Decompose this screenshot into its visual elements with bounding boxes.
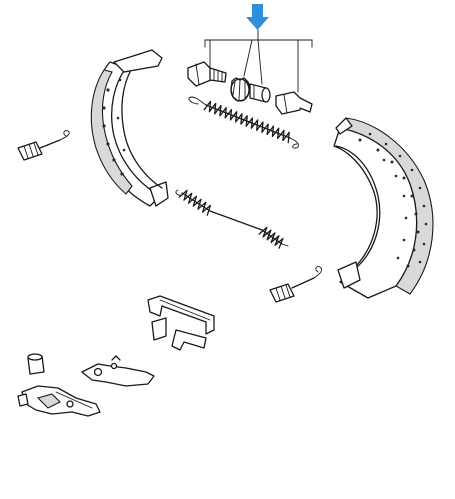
brake-shoe-left (90, 49, 169, 207)
retaining-clip (147, 295, 215, 351)
adjuster-sleeve (249, 83, 271, 103)
parking-brake-lever (17, 385, 101, 417)
lower-return-spring (175, 189, 289, 247)
adjuster-lever (81, 355, 155, 387)
lower-return-spring-coil-b (258, 226, 284, 249)
brake-shoe-right (333, 117, 434, 299)
hold-down-spring-left (17, 130, 70, 161)
hold-down-spring-right (269, 266, 323, 303)
adjuster-star-wheel (230, 77, 251, 102)
arrow-down-icon (246, 4, 269, 30)
lower-return-spring-coil-a (178, 189, 212, 216)
pin-cap (27, 353, 45, 375)
upper-return-spring-coil (203, 100, 290, 144)
adjuster-screw (187, 61, 227, 87)
adjuster-end-fork (275, 91, 313, 115)
callout-bracket (204, 29, 313, 93)
